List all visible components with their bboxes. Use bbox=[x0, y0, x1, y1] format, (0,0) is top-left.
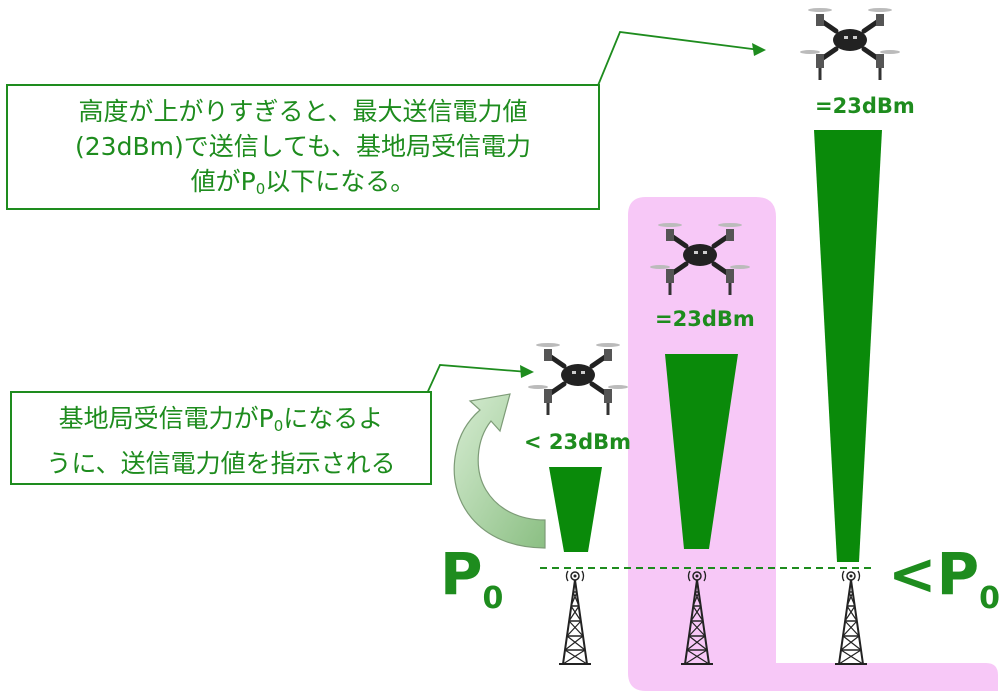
power-label-middle: =23dBm bbox=[655, 307, 755, 331]
beam-middle bbox=[665, 354, 738, 549]
threshold-main: P bbox=[440, 540, 483, 608]
base-station-tower-icon bbox=[558, 570, 592, 665]
callout-line: うに、送信電力値を指示される bbox=[46, 449, 396, 478]
curved-arrow-icon bbox=[453, 393, 546, 549]
drone-icon bbox=[528, 343, 628, 415]
callout-pointer-icon bbox=[591, 31, 761, 101]
threshold-main: <P bbox=[888, 540, 980, 608]
callout-line: 基地局受信電力がP0になるよ bbox=[12, 400, 430, 445]
callout-text: 以下になる。 bbox=[265, 167, 416, 196]
beam-right bbox=[814, 130, 882, 562]
callout-power-instruction: 基地局受信電力がP0になるよ うに、送信電力値を指示される bbox=[10, 391, 432, 485]
threshold-label-p0: P0 bbox=[440, 545, 503, 614]
callout-text: 基地局受信電力がP bbox=[58, 404, 274, 433]
callout-line: 値がP0以下になる。 bbox=[8, 164, 598, 207]
callout-line: (23dBm)で送信しても、基地局受信電力 bbox=[75, 132, 531, 161]
callout-text: 値がP bbox=[190, 167, 256, 196]
threshold-label-below-p0: <P0 bbox=[888, 545, 1000, 614]
callout-pointer-icon bbox=[423, 364, 529, 401]
beam-left bbox=[549, 467, 602, 552]
callout-text: になるよ bbox=[283, 404, 384, 433]
subscript: 0 bbox=[273, 417, 284, 435]
pointer-arrowhead bbox=[752, 43, 766, 56]
pointer-arrowhead bbox=[520, 365, 534, 378]
power-label-right: =23dBm bbox=[815, 94, 915, 118]
callout-line: 高度が上がりすぎると、最大送信電力値 bbox=[78, 97, 528, 126]
threshold-sub: 0 bbox=[979, 581, 1000, 616]
callout-max-power-exceeded: 高度が上がりすぎると、最大送信電力値 (23dBm)で送信しても、基地局受信電力… bbox=[6, 84, 600, 210]
base-station-tower-icon bbox=[834, 570, 868, 665]
drone-icon bbox=[800, 8, 900, 80]
threshold-sub: 0 bbox=[482, 581, 504, 616]
power-label-left: < 23dBm bbox=[524, 430, 632, 454]
subscript: 0 bbox=[255, 180, 266, 198]
